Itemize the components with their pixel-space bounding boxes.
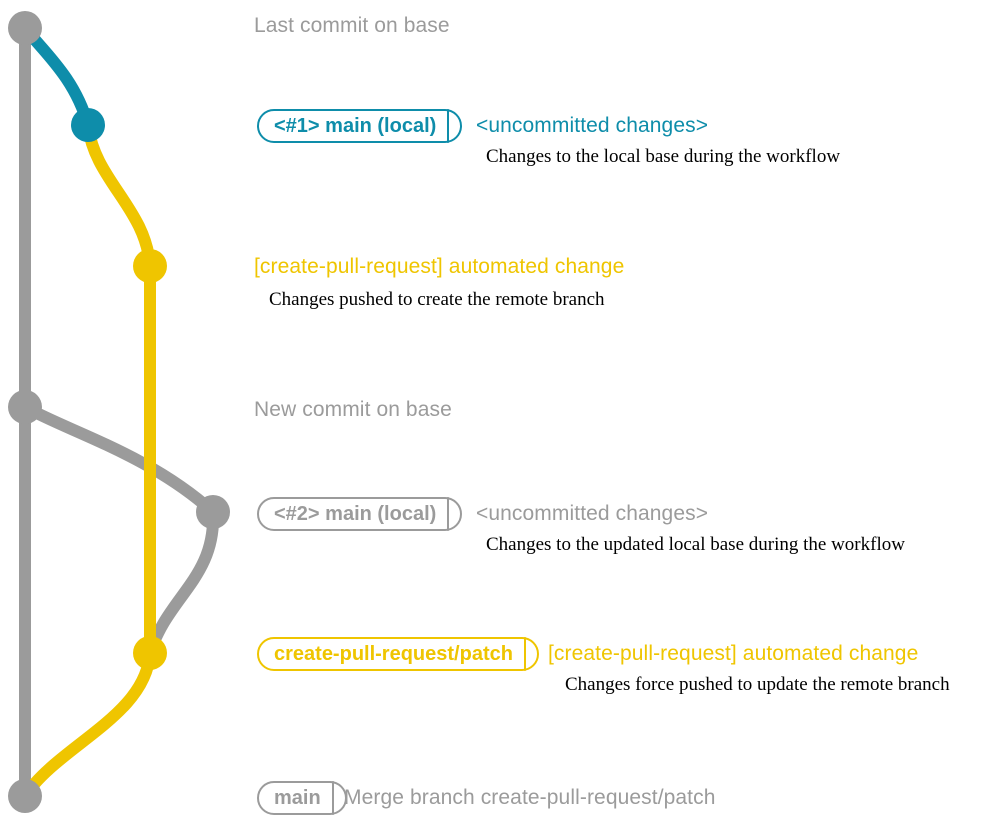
remote2-merge-line — [19, 647, 156, 802]
subtext-changes-force-pushed: Changes force pushed to update the remot… — [565, 674, 950, 695]
commit-dot-local-1[interactable] — [71, 108, 105, 142]
ref-badge-main-local-1[interactable]: <#1> main (local) — [257, 109, 463, 143]
ref-badge-main-local-2-label: <#2> main (local) — [274, 503, 437, 525]
ref-badge-create-pull-request-patch[interactable]: create-pull-request/patch — [257, 637, 539, 671]
ref-badge-main-local-2[interactable]: <#2> main (local) — [257, 497, 463, 531]
ref-badge-main-label: main — [274, 787, 321, 809]
ref-badge-main[interactable]: main — [257, 781, 347, 815]
commit-dot-remote-1[interactable] — [133, 249, 167, 283]
subtext-changes-pushed-create-remote: Changes pushed to create the remote bran… — [269, 289, 605, 310]
commit-dot-base-merge[interactable] — [8, 779, 42, 813]
commit-dot-base-new[interactable] — [8, 390, 42, 424]
commit-dot-local-2[interactable] — [196, 495, 230, 529]
local2-to-remote2-line — [144, 506, 220, 659]
caption-last-commit-on-base: Last commit on base — [254, 14, 450, 37]
headline-automated-change-2: [create-pull-request] automated change — [548, 642, 919, 665]
caption-new-commit-on-base: New commit on base — [254, 398, 452, 421]
commit-dot-remote-2[interactable] — [133, 636, 167, 670]
base-to-local2-line — [19, 401, 219, 518]
ref-badge-main-local-1-label: <#1> main (local) — [274, 115, 437, 137]
headline-merge-branch: Merge branch create-pull-request/patch — [344, 786, 716, 809]
local1-branch-line — [19, 22, 94, 131]
commit-dot-base-last[interactable] — [8, 11, 42, 45]
subtext-local-base-changes: Changes to the local base during the wor… — [486, 146, 841, 167]
headline-uncommitted-changes-2: <uncommitted changes> — [476, 502, 709, 525]
headline-uncommitted-changes-1: <uncommitted changes> — [476, 114, 709, 137]
headline-automated-change-1: [create-pull-request] automated change — [254, 255, 625, 278]
commit-dots — [8, 11, 230, 813]
subtext-updated-local-base-changes: Changes to the updated local base during… — [486, 534, 905, 555]
remote1-branch-line — [82, 119, 156, 272]
ref-badge-create-pull-request-patch-label: create-pull-request/patch — [274, 643, 513, 665]
